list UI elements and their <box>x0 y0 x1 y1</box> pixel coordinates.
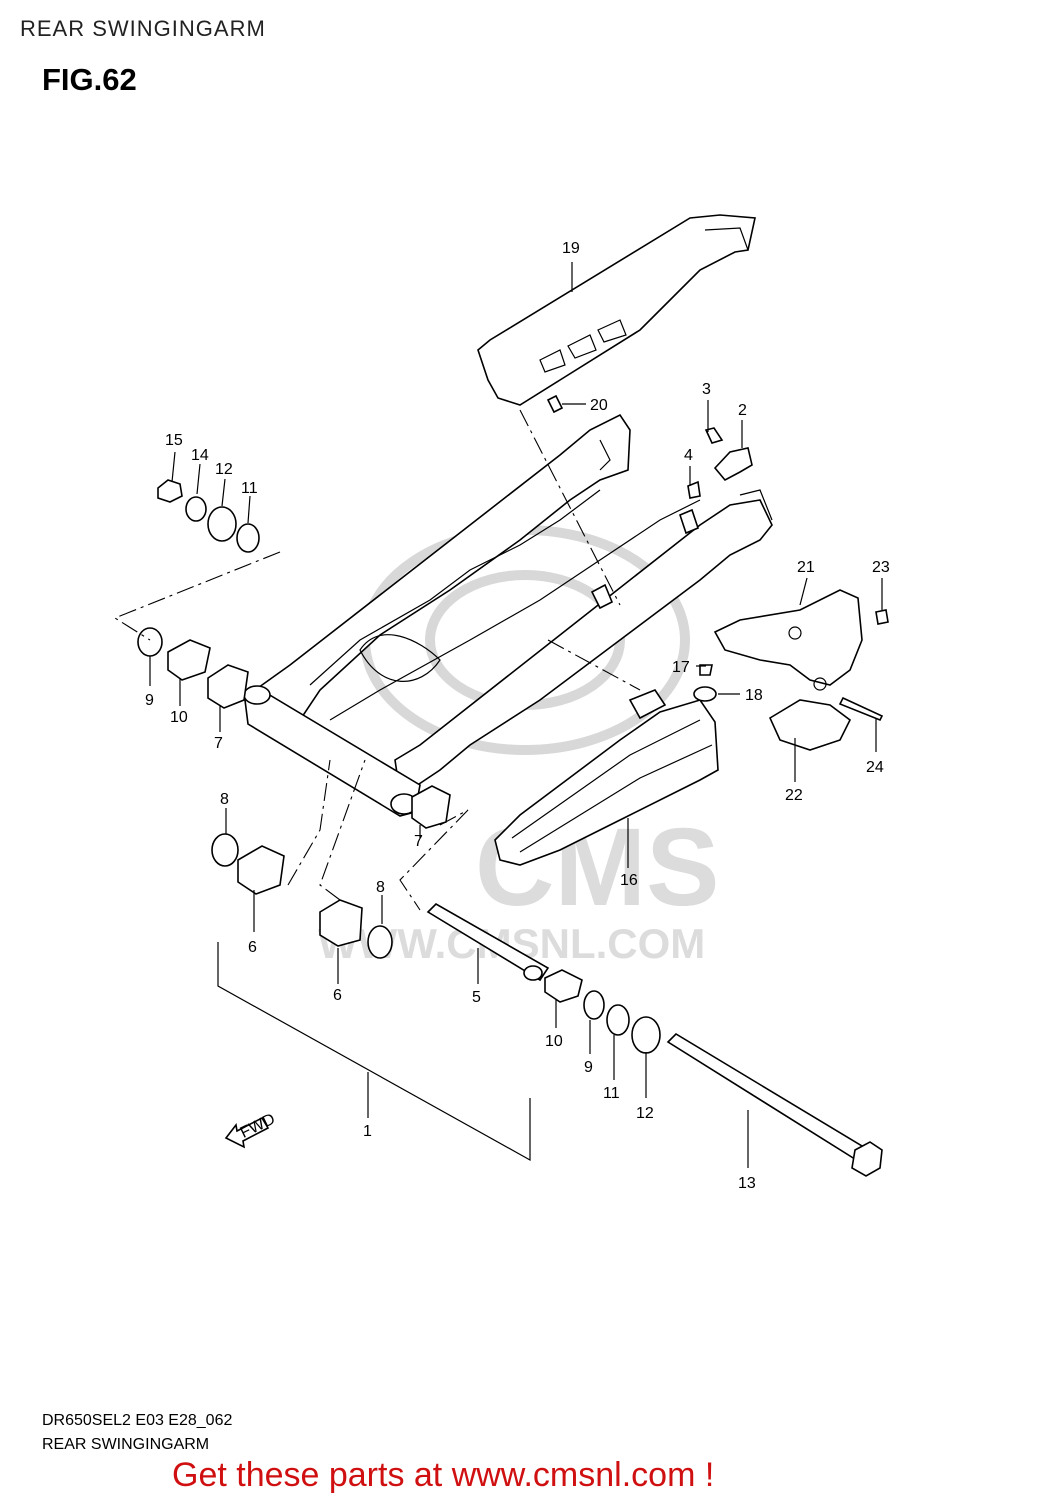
header-title: REAR SWINGINGARM <box>20 16 266 41</box>
call-to-action-link[interactable]: Get these parts at www.cmsnl.com ! <box>172 1456 715 1494</box>
callout-9-right: 9 <box>584 1059 593 1076</box>
callout-11-right: 11 <box>603 1085 620 1102</box>
callout-7: 7 <box>214 735 223 752</box>
part-chain-slider <box>494 689 719 866</box>
callout-10: 10 <box>170 709 188 726</box>
callout-6-right: 6 <box>333 987 342 1004</box>
callout-7-lower: 7 <box>414 833 423 850</box>
part-bolts <box>546 394 889 722</box>
callout-9: 9 <box>145 692 154 709</box>
dashed-leader-lines <box>113 409 641 911</box>
callout-1: 1 <box>363 1123 372 1140</box>
figure-number: FIG.62 <box>42 62 137 97</box>
callout-23: 23 <box>872 559 890 576</box>
part-bracket <box>713 589 863 751</box>
part-chain-guard <box>477 214 756 406</box>
callout-19: 19 <box>562 240 580 257</box>
part-swingarm <box>243 413 773 817</box>
callout-12: 12 <box>215 461 233 478</box>
callout-leaders <box>149 262 883 1168</box>
callout-20: 20 <box>590 397 608 414</box>
callout-17: 17 <box>672 659 690 676</box>
callout-labels: 19 20 3 2 4 15 14 12 11 21 23 17 18 9 10… <box>145 240 890 1192</box>
callout-12-right: 12 <box>636 1105 654 1122</box>
callout-15: 15 <box>165 432 183 449</box>
callout-14: 14 <box>191 447 209 464</box>
callout-2: 2 <box>738 402 747 419</box>
callout-13: 13 <box>738 1175 756 1192</box>
callout-22: 22 <box>785 787 803 804</box>
callout-16: 16 <box>620 872 638 889</box>
callout-10-right: 10 <box>545 1033 563 1050</box>
callout-8-lower: 8 <box>376 879 385 896</box>
callout-8-upper: 8 <box>220 791 229 808</box>
forward-direction-arrow: FWD <box>224 1111 278 1149</box>
part-adjuster-plates <box>687 447 753 499</box>
callout-3: 3 <box>702 381 711 398</box>
part-pivot-hardware-right <box>319 899 883 1177</box>
model-code: DR650SEL2 E03 E28_062 <box>42 1412 233 1429</box>
footer-title: REAR SWINGINGARM <box>42 1436 210 1453</box>
callout-6-left: 6 <box>248 939 257 956</box>
callout-21: 21 <box>797 559 815 576</box>
callout-4: 4 <box>684 447 693 464</box>
callout-11: 11 <box>241 480 258 497</box>
callout-5: 5 <box>472 989 481 1006</box>
callout-24: 24 <box>866 759 884 776</box>
fwd-label: FWD <box>238 1111 278 1142</box>
callout-18: 18 <box>745 687 763 704</box>
